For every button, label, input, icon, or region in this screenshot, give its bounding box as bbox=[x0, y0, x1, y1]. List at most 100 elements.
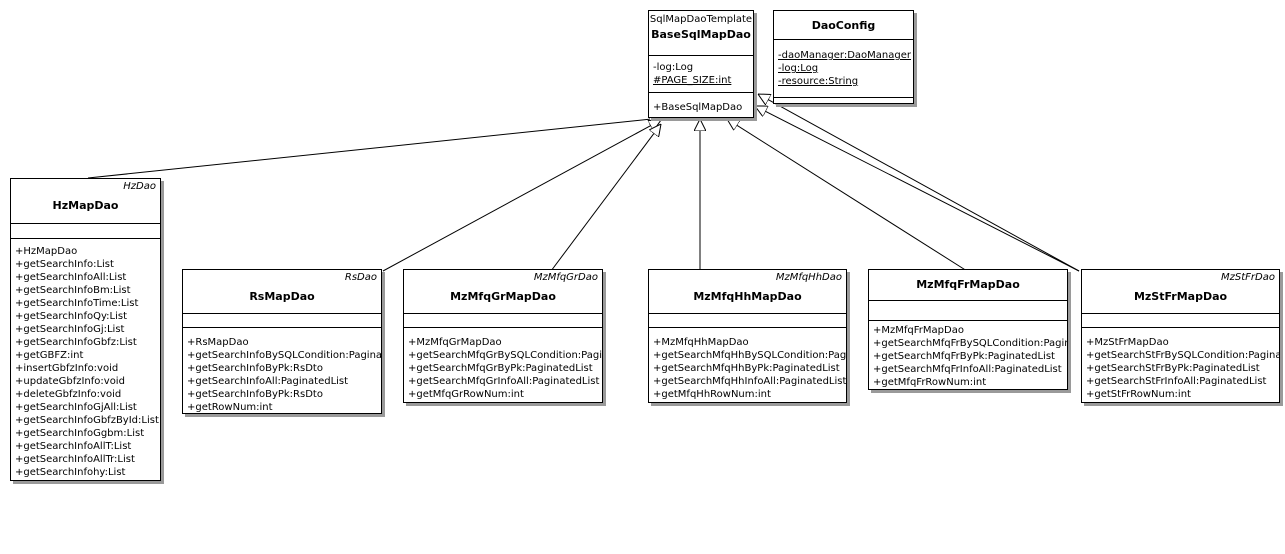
operation: +getSearchInfoTime:List bbox=[15, 298, 139, 309]
class-name: HzMapDao bbox=[52, 199, 119, 212]
attribute: -log:Log bbox=[653, 62, 694, 73]
operation: +MzMfqFrMapDao bbox=[873, 325, 964, 336]
stereotype-label: RsDao bbox=[344, 272, 377, 283]
operation: +getSearchInfoQy:List bbox=[15, 311, 127, 322]
class-name: DaoConfig bbox=[811, 19, 876, 32]
operation: +HzMapDao bbox=[15, 246, 78, 257]
operations-section bbox=[774, 98, 913, 101]
attributes-section: -daoManager:DaoManager -log:Log -resourc… bbox=[774, 40, 913, 98]
operation: +getSearchMfqGrBySQLCondition:PaginatedL… bbox=[408, 350, 603, 361]
class-header: MzStFrDao MzStFrMapDao bbox=[1082, 270, 1279, 314]
operation: +getMfqFrRowNum:int bbox=[873, 377, 987, 388]
class-header: MzMfqFrMapDao bbox=[869, 270, 1067, 301]
operation: +BaseSqlMapDao bbox=[653, 102, 743, 113]
class-header: RsDao RsMapDao bbox=[183, 270, 381, 314]
class-name: RsMapDao bbox=[249, 290, 315, 303]
operations-section: +HzMapDao +getSearchInfo:List +getSearch… bbox=[11, 239, 160, 479]
operation: +getSearchMfqHhByPk:PaginatedList bbox=[653, 363, 840, 374]
class-name: MzStFrMapDao bbox=[1133, 290, 1228, 303]
class-header: MzMfqGrDao MzMfqGrMapDao bbox=[404, 270, 602, 314]
class-rs-map-dao[interactable]: RsDao RsMapDao +RsMapDao +getSearchInfoB… bbox=[182, 269, 382, 414]
class-base-sql-map-dao[interactable]: SqlMapDaoTemplate BaseSqlMapDao -log:Log… bbox=[648, 10, 754, 118]
edge-st-to-daoconfig bbox=[758, 94, 1080, 272]
operation: +getSearchInfoAll:PaginatedList bbox=[187, 376, 349, 387]
class-header: DaoConfig bbox=[774, 11, 913, 40]
operations-section: +MzMfqHhMapDao +getSearchMfqHhBySQLCondi… bbox=[649, 328, 846, 401]
operation: +getSearchInfoGjAll:List bbox=[15, 402, 137, 413]
operation: +getSearchStFrBySQLCondition:PaginatedLi… bbox=[1086, 350, 1279, 361]
operation: +updateGbfzInfo:void bbox=[15, 376, 125, 387]
operation: +deleteGbfzInfo:void bbox=[15, 389, 122, 400]
operation: +getSearchInfoAllTr:List bbox=[15, 454, 135, 465]
class-mz-mfq-gr-map-dao[interactable]: MzMfqGrDao MzMfqGrMapDao +MzMfqGrMapDao … bbox=[403, 269, 603, 403]
class-header: MzMfqHhDao MzMfqHhMapDao bbox=[649, 270, 846, 314]
stereotype-label: MzMfqHhDao bbox=[775, 272, 842, 283]
operation: +getStFrRowNum:int bbox=[1086, 389, 1191, 400]
class-mz-st-fr-map-dao[interactable]: MzStFrDao MzStFrMapDao +MzStFrMapDao +ge… bbox=[1081, 269, 1280, 403]
class-mz-mfq-fr-map-dao[interactable]: MzMfqFrMapDao +MzMfqFrMapDao +getSearchM… bbox=[868, 269, 1068, 390]
operation: +getSearchMfqHhBySQLCondition:PaginatedL… bbox=[653, 350, 847, 361]
operation: +getSearchInfoByPk:RsDto bbox=[187, 363, 323, 374]
edge-rs-to-base bbox=[382, 120, 661, 272]
operation: +getMfqHhRowNum:int bbox=[653, 389, 771, 400]
class-name: MzMfqGrMapDao bbox=[450, 290, 556, 303]
operation: +getSearchInfoGbfzById:List bbox=[15, 415, 159, 426]
operation: +getSearchMfqGrInfoAll:PaginatedList bbox=[408, 376, 600, 387]
operation: +getSearchInfoBySQLCondition:PaginatedLi… bbox=[187, 350, 382, 361]
operation: +getSearchInfo:List bbox=[15, 259, 114, 270]
operation: +getSearchInfoByPk:RsDto bbox=[187, 389, 323, 400]
operation: +getSearchMfqGrByPk:PaginatedList bbox=[408, 363, 593, 374]
stereotype-label: SqlMapDaoTemplate bbox=[649, 14, 753, 25]
attributes-section bbox=[183, 314, 381, 328]
operation: +getSearchMfqFrInfoAll:PaginatedList bbox=[873, 364, 1062, 375]
operation: +getSearchMfqFrByPk:PaginatedList bbox=[873, 351, 1055, 362]
edge-gr-to-base bbox=[550, 124, 661, 272]
operation: +MzMfqGrMapDao bbox=[408, 337, 502, 348]
attribute: -log:Log bbox=[778, 63, 819, 74]
attribute: -daoManager:DaoManager bbox=[778, 50, 912, 61]
operation: +getSearchInfohy:List bbox=[15, 467, 126, 478]
operation: +getSearchMfqFrBySQLCondition:PaginatedL… bbox=[873, 338, 1067, 349]
operation: +getSearchMfqHhInfoAll:PaginatedList bbox=[653, 376, 847, 387]
operation: +getRowNum:int bbox=[187, 402, 273, 413]
operations-section: +MzStFrMapDao +getSearchStFrBySQLConditi… bbox=[1082, 328, 1279, 401]
class-header: SqlMapDaoTemplate BaseSqlMapDao bbox=[649, 11, 753, 56]
operation: +getSearchInfoGgbm:List bbox=[15, 428, 145, 439]
operation: +getMfqGrRowNum:int bbox=[408, 389, 524, 400]
attributes-section: -log:Log #PAGE_SIZE:int bbox=[649, 56, 753, 93]
attributes-section bbox=[869, 301, 1067, 321]
class-header: HzDao HzMapDao bbox=[11, 179, 160, 224]
edge-hz-to-base bbox=[87, 118, 661, 179]
class-mz-mfq-hh-map-dao[interactable]: MzMfqHhDao MzMfqHhMapDao +MzMfqHhMapDao … bbox=[648, 269, 847, 403]
operation: +getGBFZ:int bbox=[15, 350, 84, 361]
class-name: MzMfqHhMapDao bbox=[693, 290, 802, 303]
operation: +getSearchInfoGbfz:List bbox=[15, 337, 137, 348]
class-hz-map-dao[interactable]: HzDao HzMapDao +HzMapDao +getSearchInfo:… bbox=[10, 178, 161, 481]
operation: +getSearchStFrInfoAll:PaginatedList bbox=[1086, 376, 1267, 387]
operation: +getSearchInfoAllT:List bbox=[15, 441, 132, 452]
operation: +getSearchStFrByPk:PaginatedList bbox=[1086, 363, 1260, 374]
operation: +RsMapDao bbox=[187, 337, 249, 348]
attributes-section bbox=[404, 314, 602, 328]
operations-section: +MzMfqFrMapDao +getSearchMfqFrBySQLCondi… bbox=[869, 321, 1067, 389]
attributes-section bbox=[11, 224, 160, 239]
class-dao-config[interactable]: DaoConfig -daoManager:DaoManager -log:Lo… bbox=[773, 10, 914, 104]
operations-section: +MzMfqGrMapDao +getSearchMfqGrBySQLCondi… bbox=[404, 328, 602, 401]
class-name: BaseSqlMapDao bbox=[651, 28, 751, 41]
operation: +getSearchInfoBm:List bbox=[15, 285, 131, 296]
stereotype-label: HzDao bbox=[123, 181, 156, 192]
edge-fr-to-base bbox=[727, 119, 968, 272]
operation: +getSearchInfoGj:List bbox=[15, 324, 125, 335]
class-name: MzMfqFrMapDao bbox=[916, 278, 1020, 291]
operation: +getSearchInfoAll:List bbox=[15, 272, 127, 283]
edge-st-to-base bbox=[755, 106, 1080, 272]
operations-section: +BaseSqlMapDao bbox=[649, 93, 753, 114]
operation: +MzStFrMapDao bbox=[1086, 337, 1169, 348]
attributes-section bbox=[1082, 314, 1279, 328]
attribute: -resource:String bbox=[778, 76, 859, 87]
operations-section: +RsMapDao +getSearchInfoBySQLCondition:P… bbox=[183, 328, 382, 413]
operation: +MzMfqHhMapDao bbox=[653, 337, 749, 348]
stereotype-label: MzMfqGrDao bbox=[533, 272, 598, 283]
stereotype-label: MzStFrDao bbox=[1221, 272, 1275, 283]
